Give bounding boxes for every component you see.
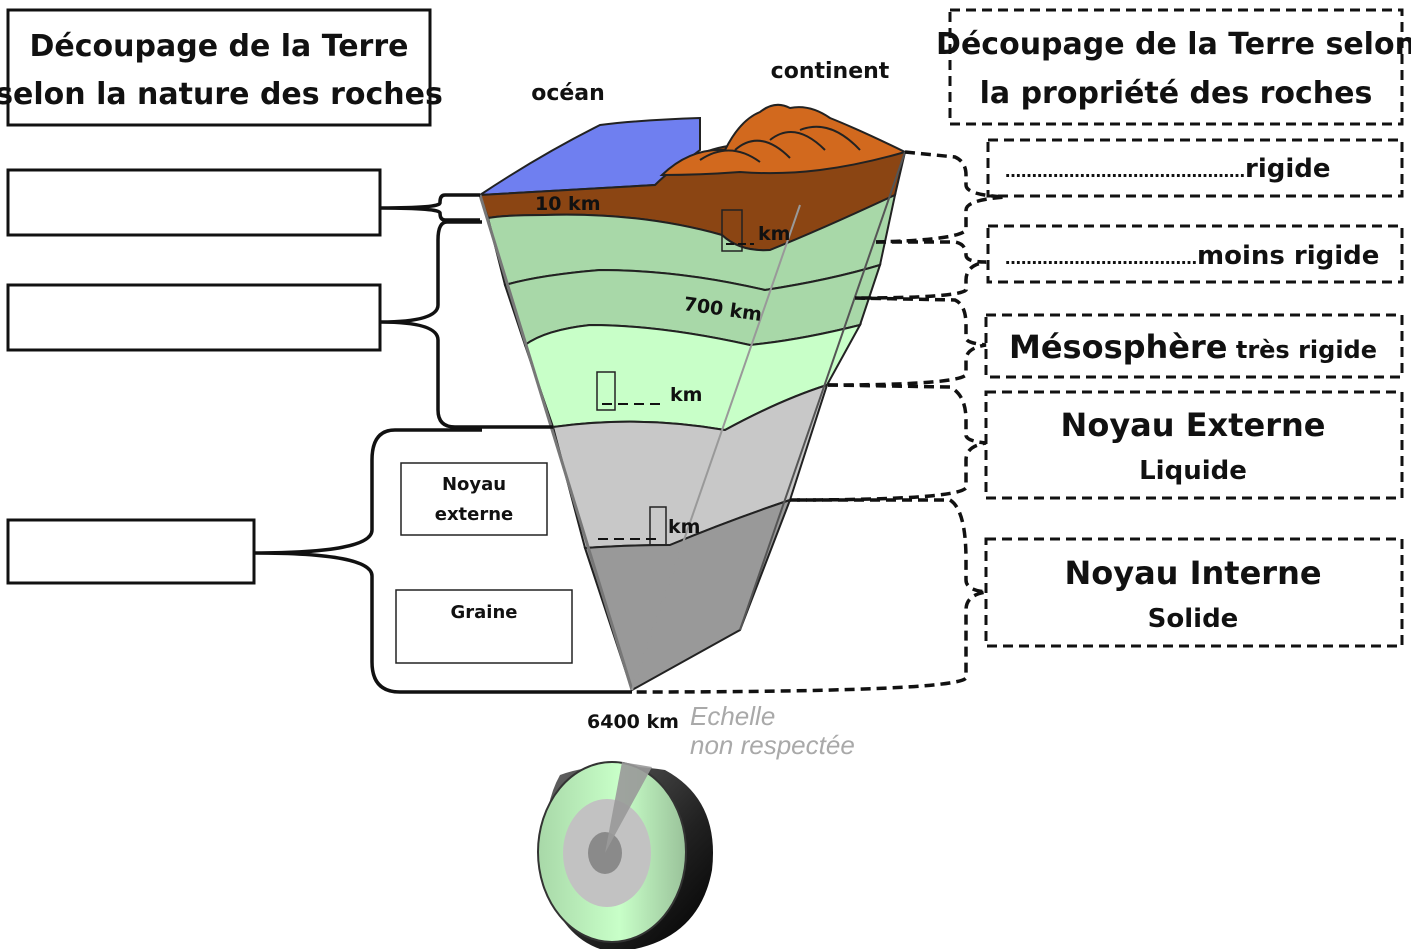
depth-continent-blank: km — [721, 209, 790, 252]
mountain-range — [659, 103, 908, 177]
continent-label: continent — [771, 59, 890, 84]
outer-core-label-2: externe — [435, 504, 514, 525]
depth-center: 6400 km — [587, 711, 679, 733]
svg-text:Mésosphère très rigide: Mésosphère très rigide — [1009, 328, 1377, 366]
svg-text:………………………………………rigide: ………………………………………rigide — [1005, 154, 1331, 184]
depth-core-blank: km — [598, 506, 700, 546]
ocean-label: océan — [531, 81, 605, 106]
inner-core-label-box: Graine — [395, 589, 573, 664]
right-box-1-dots: ……………………………………… — [1005, 162, 1245, 181]
right-title-line-1: Découpage de la Terre selon — [936, 27, 1411, 62]
scale-note-line-2: non respectée — [690, 730, 855, 760]
right-box-2-dots: ……………………………… — [1005, 249, 1197, 268]
inner-core-property-sub: Solide — [1148, 604, 1239, 634]
mesosphere-sub: très rigide — [1236, 336, 1377, 364]
depth-mantle-blank: km — [596, 371, 702, 411]
right-box-1-suffix: rigide — [1245, 154, 1331, 184]
left-brackets — [253, 193, 632, 694]
mountain-ridges — [699, 125, 861, 163]
depth-crust-ocean: 10 km — [535, 193, 601, 215]
answer-box-crust[interactable] — [6, 168, 382, 237]
left-title-box: Découpage de la Terre selon la nature de… — [0, 8, 443, 127]
right-title-box: Découpage de la Terre selon la propriété… — [936, 8, 1411, 126]
bracket-core — [253, 428, 632, 694]
scale-note-line-1: Echelle — [690, 701, 775, 731]
right-box-3: Mésosphère très rigide — [984, 313, 1404, 379]
outer-core-label-1: Noyau — [442, 474, 506, 495]
depth-mantle-unit: km — [670, 384, 702, 406]
answer-box-mantle[interactable] — [6, 283, 382, 352]
right-box-4: Noyau Externe Liquide — [984, 390, 1404, 500]
outer-core-property-sub: Liquide — [1139, 456, 1247, 486]
inner-core-label: Graine — [451, 602, 518, 623]
right-box-1: ………………………………………rigide — [986, 138, 1404, 198]
outer-core-property-title: Noyau Externe — [1061, 406, 1326, 444]
depth-core-unit: km — [668, 516, 700, 538]
left-title-line-2: selon la nature des roches — [0, 77, 443, 112]
outer-core-label-box: Noyau externe — [400, 462, 548, 536]
right-box-2: ………………………………moins rigide — [986, 224, 1404, 284]
right-box-5: Noyau Interne Solide — [984, 537, 1404, 648]
inner-core-property-title: Noyau Interne — [1064, 554, 1321, 592]
answer-box-core[interactable] — [6, 518, 256, 585]
right-title-line-2: la propriété des roches — [980, 76, 1373, 111]
svg-text:………………………………moins rigide: ………………………………moins rigide — [1005, 241, 1379, 271]
bracket-mantle — [379, 220, 553, 429]
right-dashed-brackets — [631, 150, 1006, 694]
globe-cutaway — [537, 761, 714, 949]
mesosphere-label: Mésosphère — [1009, 328, 1228, 366]
depth-continent-unit: km — [758, 223, 790, 245]
left-title-line-1: Découpage de la Terre — [30, 29, 409, 64]
right-box-2-suffix: moins rigide — [1197, 241, 1379, 271]
bracket-crust — [379, 193, 480, 222]
